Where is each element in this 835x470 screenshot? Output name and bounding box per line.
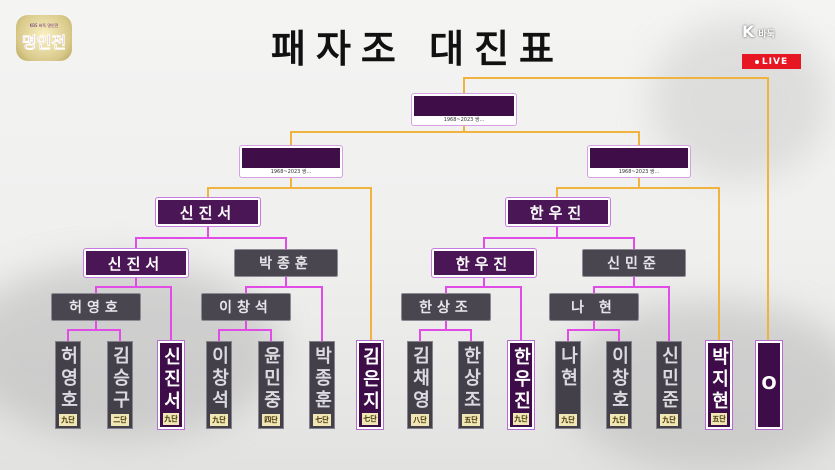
player-name: 이창호 (608, 346, 630, 412)
player-name: 박종훈 (311, 346, 333, 412)
player-rank: 四단 (262, 414, 280, 426)
player-card: O (756, 341, 782, 429)
advance-line (135, 226, 209, 249)
bracket-line (463, 77, 769, 341)
player-rank: 九단 (59, 414, 77, 426)
advance-line (593, 286, 670, 341)
player-name: 나현 (557, 346, 579, 390)
advance-line (135, 277, 172, 341)
bracket-line (291, 187, 372, 341)
advance-line (567, 329, 620, 341)
player-rank: 九단 (210, 414, 228, 426)
player-rank: 五단 (462, 414, 480, 426)
player-name: 허영호 (57, 346, 79, 412)
round1-box: 한상조 (401, 293, 491, 321)
logo-subtitle: KBS 바둑 명인전 (29, 23, 59, 28)
player-rank: 八단 (411, 414, 429, 426)
player-name: 한상조 (460, 346, 482, 412)
bracket-line (556, 177, 640, 198)
player-rank: 二단 (111, 414, 129, 426)
player-card: 나현 九단 (555, 341, 581, 429)
player-name: 신민준 (658, 346, 680, 412)
advance-line (419, 329, 472, 341)
player-name: 김승구 (109, 346, 131, 412)
player-name: 윤민중 (260, 346, 282, 412)
round2-box: 한우진 (432, 249, 536, 277)
semifinal-right-caption: 1968~2023 쌍... (590, 168, 688, 175)
player-card: 신민준 九단 (656, 341, 682, 429)
logo-title: 명인전 (21, 33, 67, 53)
player-card: 이창호 九단 (606, 341, 632, 429)
round1-box: 허영호 (51, 293, 141, 321)
player-card: 한상조 五단 (458, 341, 484, 429)
channel-logo-name: 바둑 (758, 30, 775, 40)
player-rank: 九단 (163, 413, 179, 425)
player-rank: 五단 (711, 413, 727, 425)
advance-line (245, 286, 323, 341)
live-dot-icon (754, 59, 759, 64)
player-card: 김승구 二단 (107, 341, 133, 429)
round3-winner-left: 신진서 (156, 198, 260, 226)
player-rank: 九단 (513, 413, 529, 425)
semifinal-left-caption: 1968~2023 쌍... (242, 168, 340, 175)
player-rank: 九단 (610, 414, 628, 426)
live-label: LIVE (761, 56, 789, 67)
advance-line (208, 237, 287, 249)
player-name: 박지현 (708, 347, 730, 413)
player-rank: 九단 (660, 414, 678, 426)
round1-box: 나 현 (549, 293, 639, 321)
advance-line (557, 237, 635, 249)
player-card: 김채영 八단 (407, 341, 433, 429)
player-rank: 九단 (559, 414, 577, 426)
final-box: 1968~2023 쌍... (412, 94, 516, 125)
player-rank: 七단 (313, 414, 331, 426)
program-logo: KBS 바둑 명인전 명인전 (16, 15, 72, 61)
player-name: 신진서 (160, 347, 182, 413)
player-card: 박종훈 七단 (309, 341, 335, 429)
player-card: 윤민중 四단 (258, 341, 284, 429)
advance-line (67, 329, 121, 341)
round1-box: 이창석 (201, 293, 291, 321)
player-name: 김은지 (359, 347, 381, 413)
round2-box: 신민준 (582, 249, 686, 277)
round2-box: 신진서 (84, 249, 188, 277)
advance-line (218, 329, 272, 341)
player-name: 이창석 (208, 346, 230, 412)
player-rank: 七단 (362, 413, 378, 425)
bracket-line (290, 131, 640, 158)
advance-line (483, 226, 558, 249)
player-card: 허영호 九단 (55, 341, 81, 429)
player-card: 이창석 九단 (206, 341, 232, 429)
player-name: 한우진 (510, 347, 532, 413)
semifinal-left-box: 1968~2023 쌍... (240, 146, 342, 177)
page-title: 패자조 대진표 (271, 26, 564, 71)
channel-logo-k: K (742, 22, 755, 41)
bracket-line (639, 187, 720, 341)
player-name: 김채영 (409, 346, 431, 412)
live-badge: LIVE (742, 54, 801, 69)
final-box-caption: 1968~2023 쌍... (414, 116, 514, 123)
semifinal-right-box: 1968~2023 쌍... (588, 146, 690, 177)
round3-winner-right: 한우진 (506, 198, 610, 226)
advance-line (95, 286, 136, 293)
player-name: O (758, 372, 780, 398)
bracket-line (207, 177, 292, 198)
round2-box: 박종훈 (234, 249, 338, 277)
